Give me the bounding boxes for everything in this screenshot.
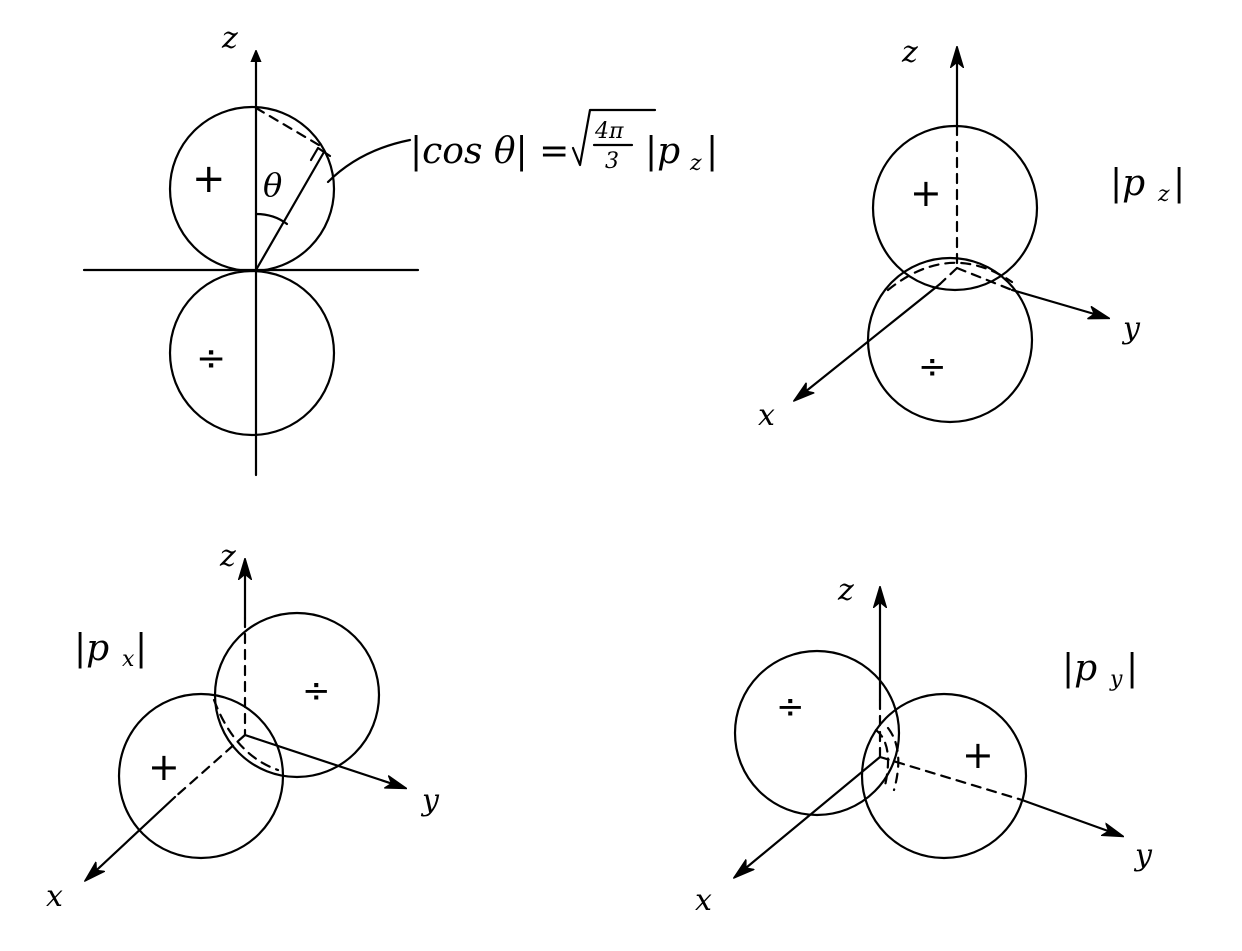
orbital-label-subscript: x [122, 647, 135, 672]
y-axis-hidden [955, 266, 1014, 292]
formula-rhs-subscript: z [689, 151, 702, 176]
z-axis-label: z [219, 539, 236, 574]
formula-rhs: |p [645, 131, 680, 172]
orbital-label: |p z | [1110, 163, 1185, 207]
y-axis-hidden [878, 755, 1024, 802]
orbital-label: |p y | [1062, 648, 1138, 692]
z-axis-label: z [901, 35, 918, 70]
normalization-formula: |cos θ| = 4π 3 |p z | [410, 108, 718, 176]
formula-lhs: |cos θ| = [410, 131, 569, 172]
plus-sign: + [910, 171, 942, 215]
panel-px-3d: z x y + ÷ |p x | [46, 539, 440, 914]
plus-sign: + [192, 156, 226, 202]
lobe-left [733, 649, 901, 817]
sqrt-denominator: 3 [605, 149, 619, 174]
sqrt-numerator: 4π [594, 119, 624, 144]
hidden-contact-contour [874, 728, 890, 792]
minus-sign: ÷ [196, 338, 226, 379]
plus-sign: + [962, 733, 994, 777]
x-axis-label: x [46, 879, 63, 914]
z-axis-label: z [221, 21, 238, 56]
y-axis-label: y [420, 783, 440, 818]
orbital-label-subscript: z [1157, 182, 1170, 207]
hidden-contact-contour-inner [886, 726, 900, 792]
theta-label: θ [263, 166, 282, 204]
lobe-top [871, 124, 1039, 292]
y-axis-label: y [1133, 838, 1153, 873]
lobe-front [117, 692, 285, 860]
lobe-right [860, 692, 1028, 860]
hidden-contact-contour [886, 261, 1014, 292]
x-axis [86, 795, 177, 880]
panel-pz-3d: z x y + ÷ |p z | [758, 35, 1185, 433]
panel-py-3d: z x y + ÷ |p y | [695, 573, 1153, 918]
minus-sign: ÷ [776, 687, 805, 727]
formula-rhs-end: | [706, 131, 718, 172]
x-axis-label: x [758, 398, 775, 433]
radius-line [254, 150, 326, 272]
theta-arc [254, 212, 289, 226]
orbital-label-main: |p [74, 628, 109, 669]
leader-line [326, 138, 412, 184]
plus-sign: + [148, 745, 180, 789]
orbital-label-main: |p [1062, 648, 1097, 689]
orbital-label-subscript: y [1109, 667, 1123, 692]
hidden-contact-contour [212, 698, 280, 772]
orbital-label: |p x | [74, 628, 147, 672]
z-axis-label: z [837, 573, 854, 608]
y-axis [243, 733, 405, 788]
x-axis-hidden [938, 266, 959, 286]
panel-pz-2d: z θ + ÷ |cos θ| = 4π 3 |p z | [82, 21, 718, 477]
minus-sign: ÷ [302, 671, 331, 711]
x-axis [795, 282, 942, 400]
right-angle-mark [309, 146, 332, 162]
y-axis [1020, 798, 1122, 836]
lobe-bottom [168, 269, 336, 437]
minus-sign: ÷ [918, 347, 947, 387]
orbital-label-end: | [1173, 163, 1185, 204]
sqrt-sign [571, 108, 657, 167]
orbital-label-end: | [135, 628, 147, 669]
y-axis-label: y [1121, 311, 1141, 346]
projection-dashed-line [254, 106, 326, 150]
x-axis-hidden [173, 733, 247, 799]
x-axis [735, 755, 882, 877]
x-axis-label: x [695, 883, 712, 918]
lobe-bottom [866, 256, 1034, 424]
orbital-label-main: |p [1110, 163, 1145, 204]
y-axis [1010, 288, 1108, 318]
orbital-label-end: | [1126, 648, 1138, 689]
